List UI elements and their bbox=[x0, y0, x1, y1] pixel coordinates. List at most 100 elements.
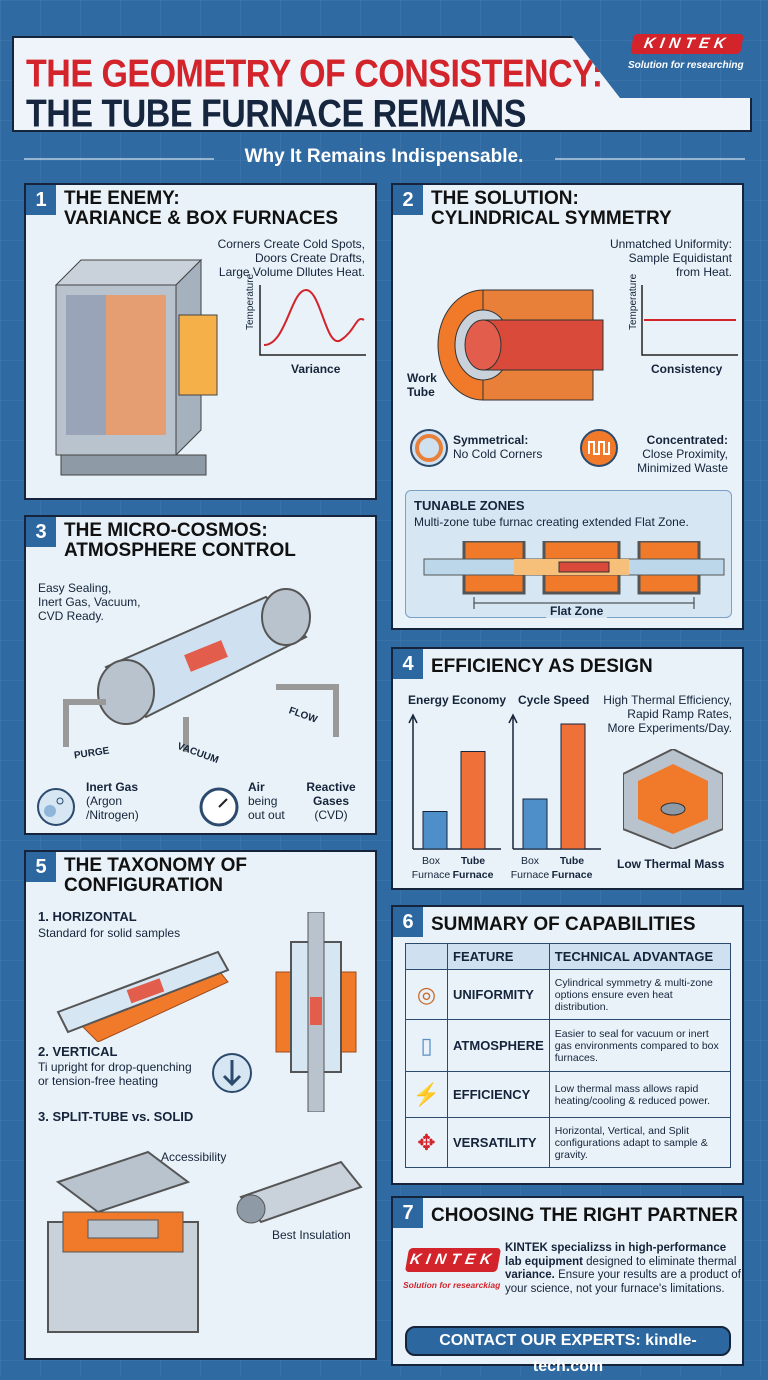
variance-graph bbox=[259, 285, 366, 356]
section-title: THE MICRO-COSMOS: ATMOSPHERE CONTROL bbox=[64, 520, 296, 561]
section-taxonomy: 5 THE TAXONOMY OF CONFIGURATION 1. HORIZ… bbox=[24, 850, 377, 1360]
accessibility-label: Accessibility bbox=[161, 1150, 227, 1164]
box-furnace-illustration bbox=[54, 258, 218, 476]
insulation-label: Best Insulation bbox=[272, 1228, 351, 1242]
lightning-icon: ⚡ bbox=[405, 1071, 448, 1118]
feature-header: FEATURE bbox=[447, 943, 550, 970]
advantage-cell: Cylindrical symmetry & multi-zone option… bbox=[548, 969, 732, 1020]
partner-text: KINTEK specializss in high-performance l… bbox=[505, 1242, 741, 1296]
low-thermal-mass-illustration bbox=[623, 749, 723, 849]
section-number: 1 bbox=[26, 185, 56, 215]
section-title: EFFICIENCY AS DESIGN bbox=[431, 656, 653, 677]
feature-title: Concentrated: bbox=[646, 433, 728, 447]
multi-zone-furnace-illustration bbox=[423, 541, 725, 609]
partner-text-part: Ensure your results are a product of you… bbox=[505, 1269, 741, 1295]
advantage-cell: Horizontal, Vertical, and Split configur… bbox=[548, 1117, 732, 1168]
partner-text-bold: variance. bbox=[505, 1269, 555, 1281]
tunable-zones-box: TUNABLE ZONES Multi-zone tube furnac cre… bbox=[405, 490, 732, 618]
desc-line: Large Volume Dllutes Heat. bbox=[218, 265, 365, 279]
section-solution: 2 THE SOLUTION: CYLINDRICAL SYMMETRY Unm… bbox=[391, 183, 744, 630]
split-tube-heading: 3. SPLIT-TUBE vs. SOLID bbox=[38, 1109, 194, 1124]
tube-furnace-bar bbox=[460, 751, 486, 850]
desc-line: Unmatched Uniformity: bbox=[609, 237, 732, 251]
x-tick-label: Box Furnace bbox=[510, 855, 550, 881]
efficiency-bar-charts bbox=[408, 713, 601, 850]
arrows-icon: ✥ bbox=[405, 1117, 448, 1168]
gas-container-icon: ▯ bbox=[405, 1019, 448, 1072]
feature-cell: ATMOSPHERE bbox=[447, 1019, 550, 1072]
low-thermal-mass-label: Low Thermal Mass bbox=[617, 857, 725, 871]
vertical-text: Ti upright for drop-quenching or tension… bbox=[38, 1060, 192, 1088]
section-number: 5 bbox=[26, 852, 56, 882]
title-line-1: THE GEOMETRY OF CONSISTENCY: bbox=[26, 52, 603, 96]
advantage-header: TECHNICAL ADVANTAGE bbox=[548, 943, 732, 970]
chart-title: Energy Economy bbox=[408, 693, 507, 707]
advantage-cell: Easier to seal for vacuum or inert gas e… bbox=[548, 1019, 732, 1072]
feature-cell: EFFICIENCY bbox=[447, 1071, 550, 1118]
box-furnace-bar bbox=[422, 811, 448, 850]
vertical-heading: 2. VERTICAL bbox=[38, 1044, 118, 1059]
section-number: 3 bbox=[26, 517, 56, 547]
advantage-cell: Low thermal mass allows rapid heating/co… bbox=[548, 1071, 732, 1118]
down-arrow-icon bbox=[212, 1053, 252, 1093]
section-partner: 7 CHOOSING THE RIGHT PARTNER KINTEK Solu… bbox=[391, 1196, 744, 1375]
desc-line: Sample Equidistant bbox=[628, 251, 732, 265]
heating-coil-icon bbox=[580, 429, 618, 467]
tube-furnace-bar bbox=[560, 723, 586, 850]
section-title: THE TAXONOMY OF CONFIGURATION bbox=[64, 855, 247, 896]
section-number: 6 bbox=[393, 907, 423, 937]
section-number: 7 bbox=[393, 1198, 423, 1228]
zones-text: Multi-zone tube furnac creating extended… bbox=[414, 515, 689, 529]
section-desc: High Thermal Efficiency, Rapid Ramp Rate… bbox=[603, 693, 732, 735]
inert-gas-title: Inert Gas bbox=[86, 780, 139, 794]
feature-text: Close Proximity, Minimized Waste bbox=[637, 447, 728, 475]
sealed-tube-furnace-illustration bbox=[63, 588, 339, 752]
divider bbox=[555, 158, 745, 160]
inert-gas-text: (Argon /Nitrogen) bbox=[86, 794, 139, 822]
kintek-logo: KINTEK bbox=[630, 34, 744, 54]
feature-text: No Cold Corners bbox=[453, 447, 543, 461]
logo-tagline: Solution for researching bbox=[628, 60, 744, 71]
air-text: being out out bbox=[248, 794, 285, 822]
section-number: 4 bbox=[393, 649, 423, 679]
pressure-gauge-icon bbox=[199, 787, 239, 827]
desc-line: Doors Create Drafts, bbox=[254, 251, 365, 265]
vertical-furnace-illustration bbox=[275, 912, 357, 1112]
subtitle: Why It Remains Indispensable. bbox=[244, 146, 524, 167]
zones-title: TUNABLE ZONES bbox=[414, 498, 525, 513]
horizontal-text: Standard for solid samples bbox=[38, 926, 181, 940]
graph-label: Consistency bbox=[651, 362, 723, 376]
concentric-rings-icon: ◎ bbox=[405, 969, 448, 1020]
gas-bubbles-icon bbox=[37, 788, 75, 826]
graph-label: Variance bbox=[291, 362, 341, 376]
contact-experts-button[interactable]: CONTACT OUR EXPERTS: kindle-tech.com bbox=[405, 1326, 731, 1375]
section-title: THE SOLUTION: CYLINDRICAL SYMMETRY bbox=[431, 188, 672, 229]
section-efficiency: 4 EFFICIENCY AS DESIGN Energy Economy Cy… bbox=[391, 647, 744, 890]
section-number: 2 bbox=[393, 185, 423, 215]
feature-title: Symmetrical: bbox=[453, 433, 529, 447]
feature-cell: UNIFORMITY bbox=[447, 969, 550, 1020]
reactive-gases-title: Reactive Gases bbox=[306, 780, 356, 808]
x-tick-label: Box Furnace bbox=[411, 855, 451, 881]
air-title: Air bbox=[248, 780, 265, 794]
consistency-graph bbox=[641, 285, 738, 356]
horizontal-furnace-illustration bbox=[56, 950, 230, 1042]
desc-line: Corners Create Cold Spots, bbox=[217, 237, 365, 251]
x-tick-label: Tube Furnace bbox=[452, 855, 494, 881]
desc-line: from Heat. bbox=[675, 265, 732, 279]
section-title: THE ENEMY: VARIANCE & BOX FURNACES bbox=[64, 188, 339, 229]
section-enemy: 1 THE ENEMY: VARIANCE & BOX FURNACES Cor… bbox=[24, 183, 377, 500]
work-tube-label: Work Tube bbox=[407, 371, 437, 399]
section-desc: Easy Sealing, Inert Gas, Vacuum, CVD Rea… bbox=[38, 581, 141, 623]
title-line-2: THE TUBE FURNACE REMAINS INDISPENSABLE bbox=[26, 92, 526, 136]
feature-cell: VERSATILITY bbox=[447, 1117, 550, 1168]
divider bbox=[24, 158, 214, 160]
partner-text-part: designed to eliminate thermal bbox=[582, 1255, 737, 1268]
chart-title: Cycle Speed bbox=[518, 693, 590, 707]
